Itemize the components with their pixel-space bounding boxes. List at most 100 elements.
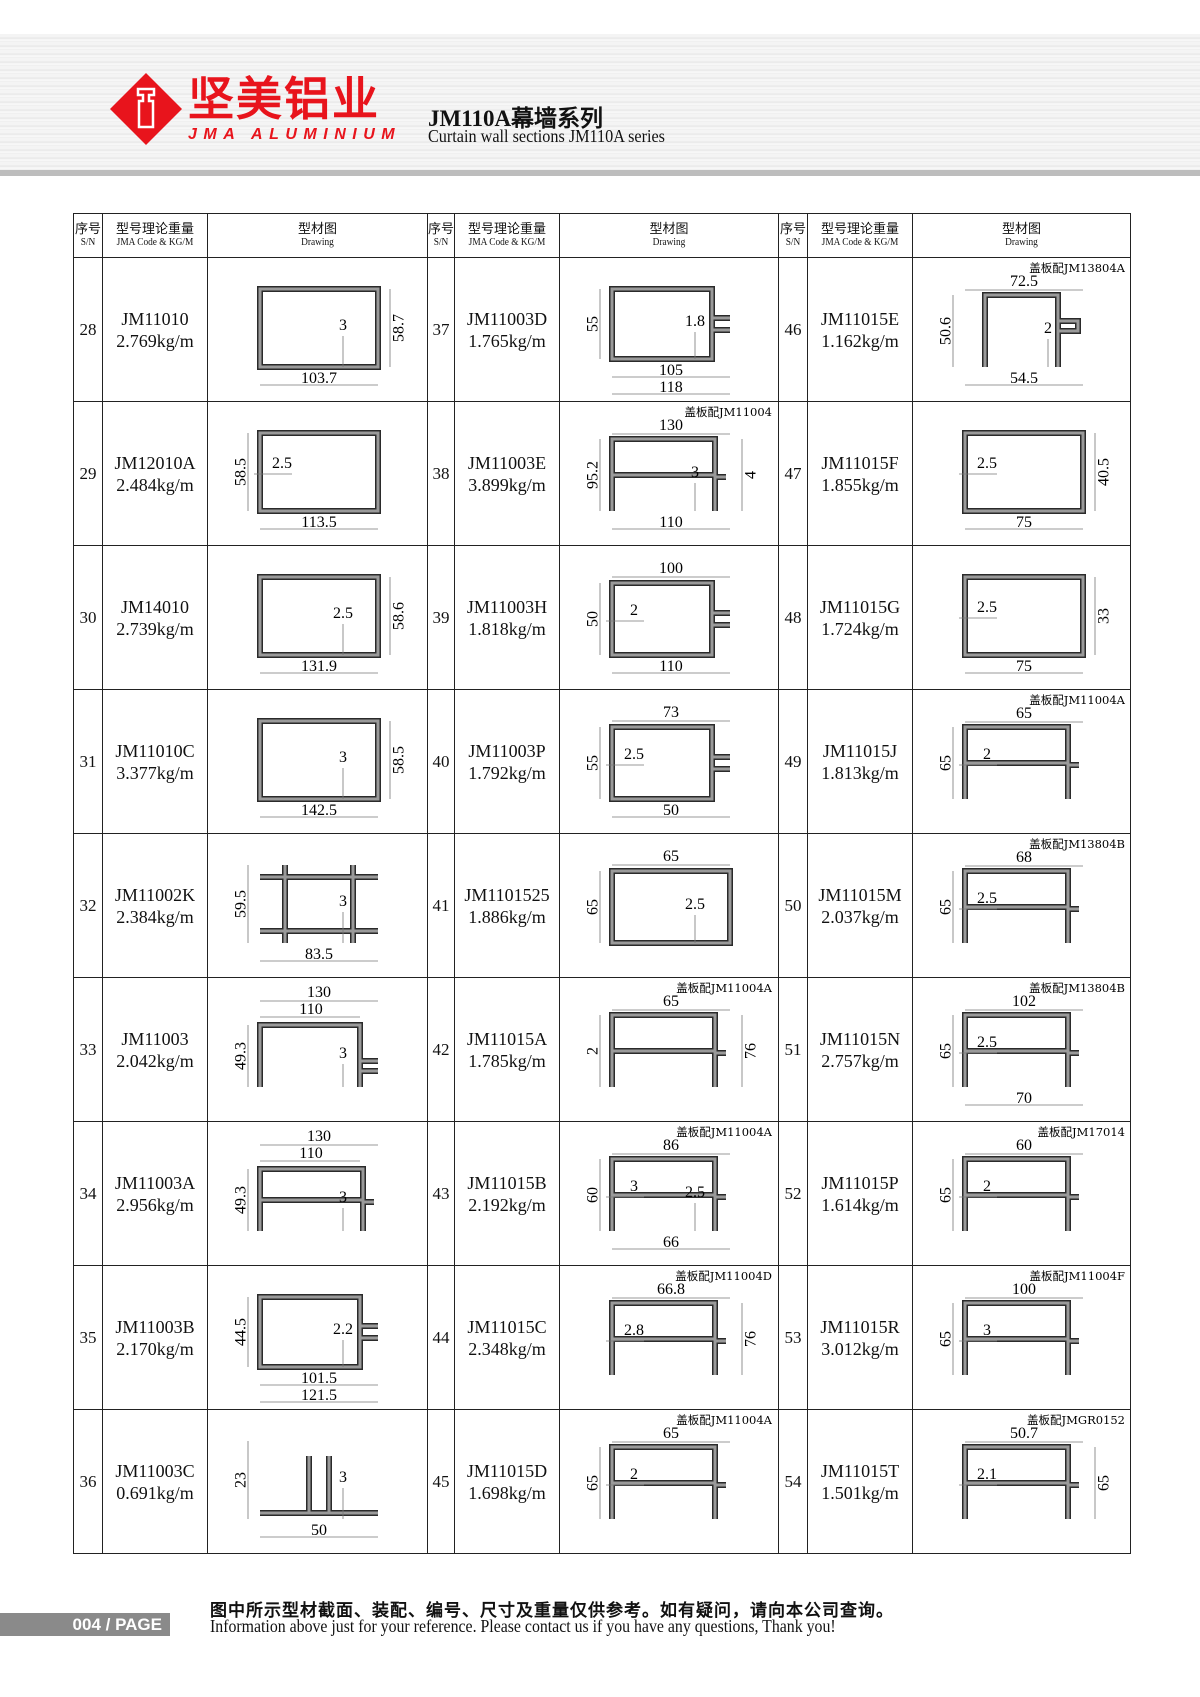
header-code-cn: 型号理论重量 xyxy=(115,221,194,237)
dimension-label: 110 xyxy=(659,658,682,675)
profile-code: JM14010 xyxy=(120,596,189,617)
dimension-label: 130 xyxy=(307,1128,331,1145)
dimension-label: 95.2 xyxy=(585,461,602,489)
dimension-label: 58.7 xyxy=(391,314,408,342)
dimension-label: 75 xyxy=(1016,658,1032,675)
dimension-label: 58.6 xyxy=(391,602,408,630)
cover-plate-note: 盖板配JM11004A xyxy=(676,1125,772,1139)
profile-outline xyxy=(962,573,1086,658)
profile-code: JM11003C xyxy=(115,1460,195,1481)
dimension-label: 73 xyxy=(663,704,679,721)
serial-number: 51 xyxy=(778,977,808,1122)
profile-outline xyxy=(260,1455,378,1516)
dimension-label: 100 xyxy=(659,560,683,577)
profile-code: JM11015R xyxy=(820,1316,900,1337)
profile-code: JM1101525 xyxy=(464,884,550,905)
serial-number: 43 xyxy=(427,1121,455,1266)
profile-code: JM11015G xyxy=(819,596,901,617)
profile-outline xyxy=(257,429,381,514)
profile-code: JM11015A xyxy=(466,1028,548,1049)
profile-weight: 2.384kg/m xyxy=(116,906,194,927)
dimension-label: 65 xyxy=(938,1043,955,1059)
serial-number: 49 xyxy=(778,689,808,834)
profile-body xyxy=(963,431,1085,512)
profile-weight: 2.037kg/m xyxy=(821,906,899,927)
dimension-label: 76 xyxy=(743,1331,760,1347)
dimension-label: 2.1 xyxy=(977,1466,997,1483)
header-code-cn: 型号理论重量 xyxy=(820,221,899,237)
brand-name-cn: 坚美铝业 xyxy=(188,72,380,126)
profile-weight: 1.813kg/m xyxy=(821,762,899,783)
profile-code: JM11015F xyxy=(821,452,899,473)
profile-body xyxy=(610,581,730,656)
dimension-label: 103.7 xyxy=(301,370,337,387)
dimension-label: 1.8 xyxy=(685,313,705,330)
cover-plate-note: 盖板配JM11004A xyxy=(676,1413,772,1427)
profile-body xyxy=(610,869,732,944)
profile-weight: 1.785kg/m xyxy=(468,1050,546,1071)
profile-outline xyxy=(609,867,733,946)
dimension-label: 110 xyxy=(299,1001,322,1018)
dimension-label: 65 xyxy=(585,1475,602,1491)
profile-weight: 1.765kg/m xyxy=(468,330,546,351)
header-code-cn: 型号理论重量 xyxy=(467,221,546,237)
dimension-label: 2.5 xyxy=(685,896,705,913)
dimension-label: 40.5 xyxy=(1096,458,1113,486)
dimension-label: 3 xyxy=(630,1178,638,1195)
dimension-label: 2 xyxy=(585,1047,602,1055)
dimension-label: 3 xyxy=(339,893,347,910)
dimension-label: 86 xyxy=(663,1137,679,1154)
header-sn-cn: 序号 xyxy=(779,221,806,237)
serial-number: 29 xyxy=(73,401,103,546)
cover-plate-note: 盖板配JM17014 xyxy=(1038,1125,1125,1139)
cover-plate-note: 盖板配JM11004A xyxy=(676,981,772,995)
dimension-label: 101.5 xyxy=(301,1370,337,1387)
header-sn-en: S/N xyxy=(433,235,449,248)
serial-number: 38 xyxy=(427,401,455,546)
profile-code: JM11015D xyxy=(466,1460,548,1481)
page-subtitle: Curtain wall sections JM110A series xyxy=(428,126,665,146)
profile-body xyxy=(963,1301,1079,1375)
dimension-label: 2.5 xyxy=(977,599,997,616)
dimension-label: 50 xyxy=(585,611,602,627)
jma-logo-icon xyxy=(110,73,182,145)
dimension-label: 130 xyxy=(659,417,683,434)
profile-weight: 1.855kg/m xyxy=(821,474,899,495)
profile-weight: 2.170kg/m xyxy=(116,1338,194,1359)
profile-weight: 1.614kg/m xyxy=(821,1194,899,1215)
header-drawing-cn: 型材图 xyxy=(297,221,337,237)
profile-weight: 3.899kg/m xyxy=(468,474,546,495)
profile-weight: 2.042kg/m xyxy=(116,1050,194,1071)
profile-body xyxy=(610,1157,726,1231)
dimension-label: 58.5 xyxy=(233,458,250,486)
